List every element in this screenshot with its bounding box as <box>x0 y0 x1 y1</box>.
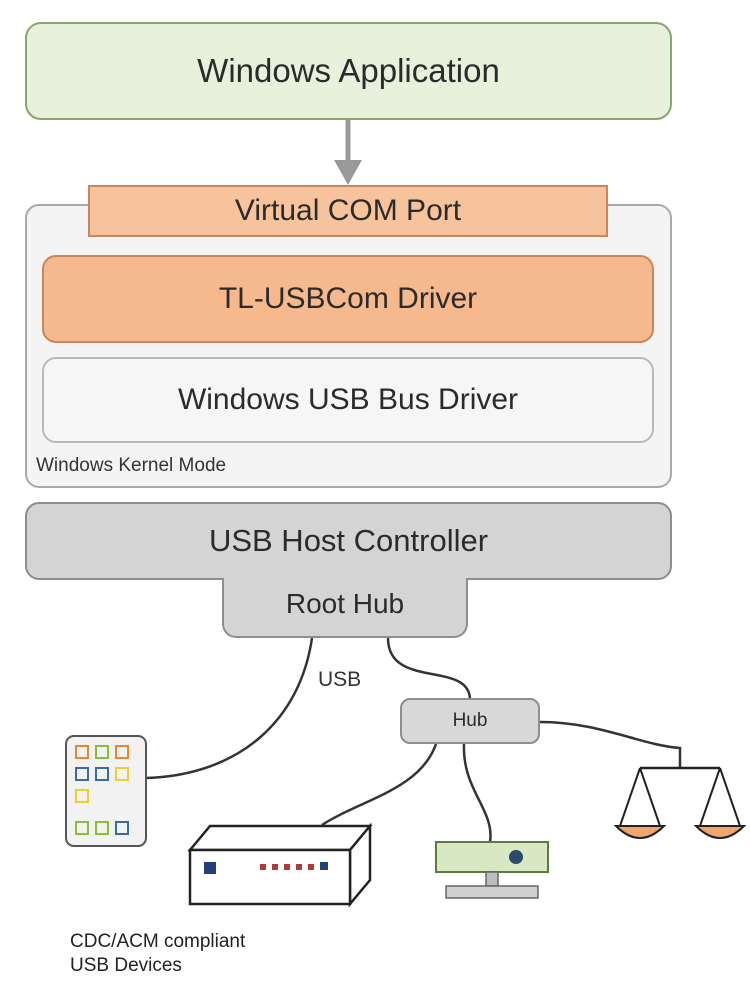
windows-usb-bus-driver-box: Windows USB Bus Driver <box>42 357 654 443</box>
windows-usb-bus-driver-label: Windows USB Bus Driver <box>177 383 519 416</box>
devices-caption: CDC/ACM compliant USB Devices <box>70 930 245 978</box>
kernel-mode-label: Windows Kernel Mode <box>36 455 227 476</box>
cable-hub-to-projector <box>462 743 492 843</box>
virtual-com-port-box: Virtual COM Port <box>88 185 608 237</box>
cable-hub-to-switch <box>321 743 438 827</box>
hub-label: Hub <box>452 710 488 731</box>
virtual-com-port-label: Virtual COM Port <box>234 194 462 227</box>
devices-caption-line2: USB Devices <box>70 955 182 976</box>
cable-root-to-hub <box>386 637 472 701</box>
usb-host-controller-box: USB Host Controller <box>25 502 672 580</box>
usb-cable-label: USB <box>318 668 362 691</box>
windows-application-label: Windows Application <box>197 52 500 89</box>
hub-box: Hub <box>400 698 540 744</box>
windows-application-box: Windows Application <box>25 22 672 120</box>
devices-caption-line1: CDC/ACM compliant <box>70 931 246 952</box>
cable-root-to-keypad <box>145 637 314 780</box>
root-hub-box: Root Hub <box>222 578 468 638</box>
usb-host-controller-label: USB Host Controller <box>208 523 489 558</box>
cable-hub-to-scale <box>539 720 682 768</box>
tl-usbcom-driver-box: TL-USBCom Driver <box>42 255 654 343</box>
root-hub-label: Root Hub <box>285 588 405 619</box>
tl-usbcom-driver-label: TL-USBCom Driver <box>218 282 478 315</box>
